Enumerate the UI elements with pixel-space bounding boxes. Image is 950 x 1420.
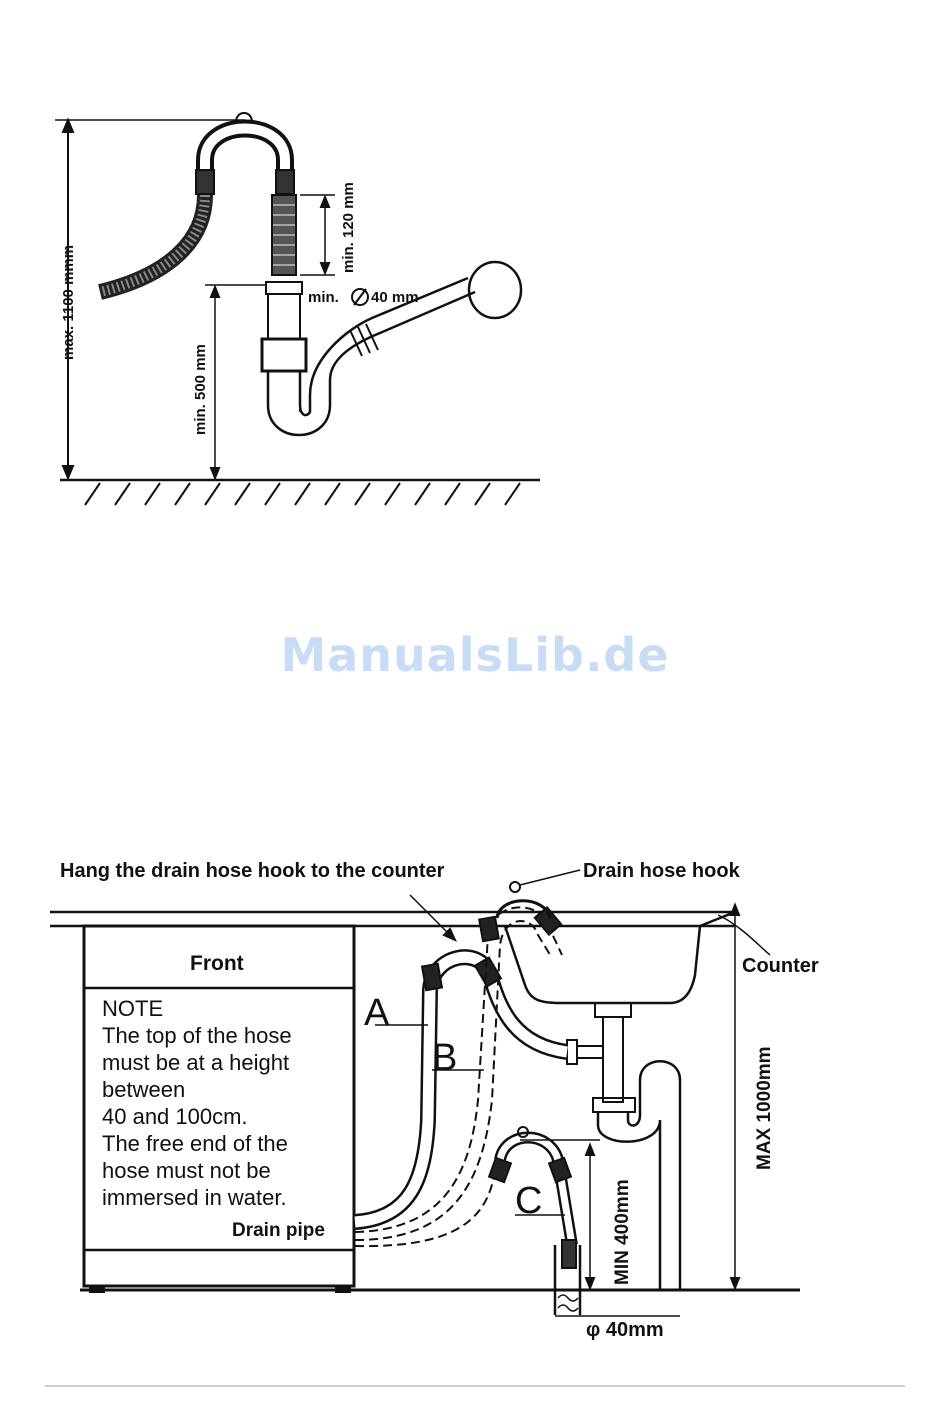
standpipe-upper <box>267 293 301 340</box>
hook-sleeve-left <box>195 169 215 195</box>
hose-sleeve <box>533 906 563 936</box>
arrow-down-icon <box>584 1277 596 1291</box>
sink-outlet <box>594 1002 632 1018</box>
hose-end <box>561 1239 577 1269</box>
diameter-slash <box>353 288 367 306</box>
min-diameter-prefix: min. <box>308 289 339 306</box>
drain-hose-b-inner <box>354 920 553 1241</box>
max-height-label: max. 1100 mmm <box>60 245 77 360</box>
note-line: between <box>102 1077 185 1102</box>
p-trap-inner <box>298 276 469 417</box>
note-line: 40 and 100cm. <box>102 1104 248 1129</box>
option-c-label: C <box>515 1180 542 1222</box>
note-line: must be at a height <box>102 1050 289 1075</box>
pipe-ring <box>365 323 379 351</box>
note-text: NOTE The top of the hose must be at a he… <box>102 996 292 1210</box>
tee-nut <box>566 1039 578 1065</box>
water-surface <box>557 1304 579 1312</box>
hose-sleeve <box>478 915 500 943</box>
arrow-up-icon <box>209 284 221 298</box>
hose-sleeve <box>487 1156 513 1184</box>
trap-nut <box>592 1097 636 1113</box>
hose-sleeve <box>473 956 503 988</box>
note-line: The top of the hose <box>102 1023 292 1048</box>
drain-hose-a-inner <box>354 951 568 1228</box>
drain-hose-ribbing <box>98 194 210 297</box>
water-surface <box>557 1294 579 1302</box>
arrow-icon <box>442 927 458 943</box>
drain-hose-b-outer <box>354 906 563 1233</box>
standpipe-rim <box>265 281 303 295</box>
trap-outer <box>596 1112 662 1290</box>
diagram-dishwasher-drain <box>50 869 800 1317</box>
note-line: NOTE <box>102 996 163 1021</box>
pipe-ring <box>349 329 363 357</box>
hose-sleeve <box>420 962 444 992</box>
dishwasher-foot <box>89 1285 105 1293</box>
hang-instruction-label: Hang the drain hose hook to the counter <box>60 860 445 882</box>
min-insert-label: min. 120 mm <box>340 182 357 273</box>
min-height-label: min. 500 mm <box>192 344 209 435</box>
counter-label: Counter <box>742 955 819 977</box>
counter-leader <box>717 914 771 956</box>
drain-pipe-label: Drain pipe <box>232 1220 325 1241</box>
note-line: The free end of the <box>102 1131 288 1156</box>
arrow-down-icon <box>61 465 75 481</box>
arrow-up-icon <box>61 117 75 133</box>
min-height-label: MIN 400mm <box>612 1179 633 1285</box>
trap-inner <box>626 1060 682 1290</box>
hook-knob <box>235 112 253 123</box>
diameter-symbol-icon <box>351 288 369 306</box>
dishwasher-body <box>82 924 356 1288</box>
pipe-diameter-label: φ 40mm <box>586 1319 664 1341</box>
watermark: ManualsLib.de <box>280 628 670 682</box>
standpipe-nut <box>260 337 308 373</box>
max-height-label: MAX 1000mm <box>754 1046 775 1170</box>
option-b-label: B <box>432 1037 457 1079</box>
arrow-up-icon <box>729 902 741 916</box>
pipe-ring <box>357 326 371 354</box>
arrow-down-icon <box>209 467 221 481</box>
front-label: Front <box>190 952 244 975</box>
floor-hatching <box>84 482 521 506</box>
diagram-siphon-connection <box>55 112 540 506</box>
option-a-label: A <box>364 992 390 1034</box>
tailpipe <box>602 1016 624 1103</box>
arrow-up-icon <box>584 1142 596 1156</box>
hose-hook-bend-inner <box>200 123 290 195</box>
note-line: hose must not be <box>102 1158 271 1183</box>
note-line: immersed in water. <box>102 1185 287 1210</box>
dishwasher-foot <box>335 1285 351 1293</box>
tee-branch <box>577 1045 603 1059</box>
hook-sleeve-right <box>275 169 295 195</box>
sink-rim <box>699 910 736 928</box>
hook-eye-icon <box>517 1126 529 1138</box>
hook-eye-icon <box>509 881 521 893</box>
hose-sleeve <box>547 1156 573 1184</box>
min-diameter-value: 40 mm <box>371 289 419 306</box>
hook-leader <box>519 869 581 886</box>
arrow-down-icon <box>319 262 331 276</box>
drain-hose-c-bend-inner <box>496 1134 576 1246</box>
counter-hook <box>495 899 552 919</box>
drain-hose-hook-label: Drain hose hook <box>583 860 741 882</box>
hose-end-ribs <box>273 204 295 266</box>
wall-flange <box>467 260 523 320</box>
sink-basin <box>503 925 702 1005</box>
arrow-up-icon <box>319 194 331 208</box>
arrow-down-icon <box>729 1277 741 1291</box>
